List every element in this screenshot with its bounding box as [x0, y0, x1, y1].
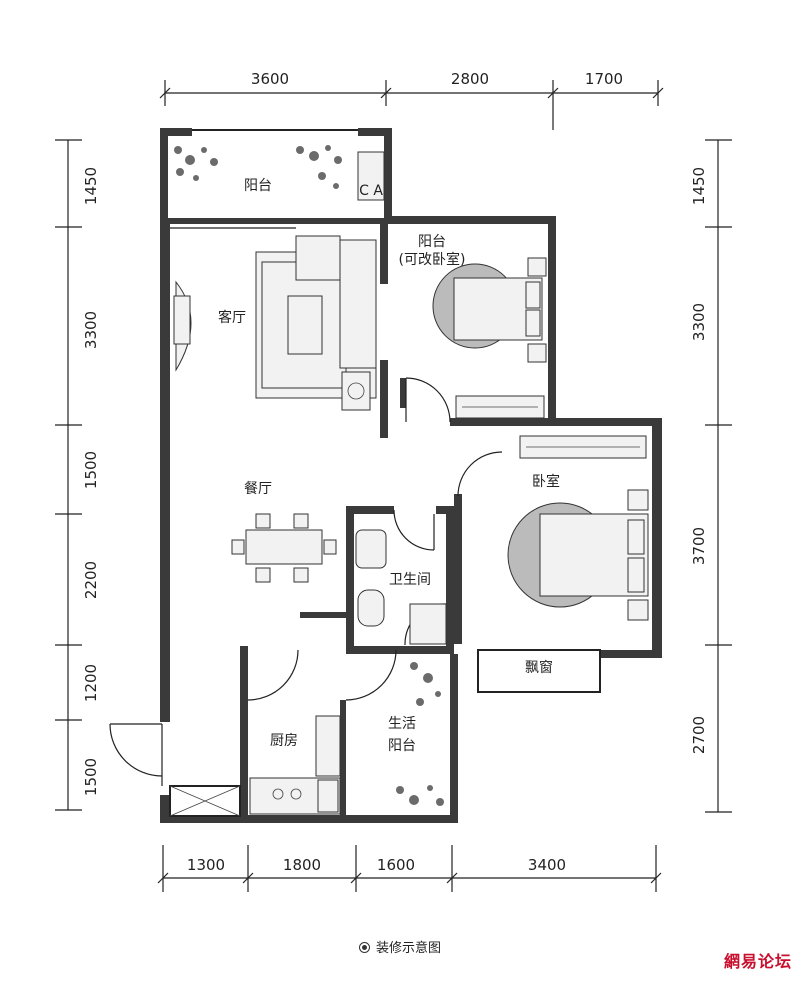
- bottom-dimension-line: [157, 845, 662, 892]
- right-dim-1: 1450: [690, 167, 708, 205]
- balcony-plants: [174, 145, 342, 189]
- bottom-dim-3: 1600: [377, 856, 415, 874]
- top-dim-2: 2800: [451, 70, 489, 88]
- top-dim-3: 1700: [585, 70, 623, 88]
- room-label-living: 客厅: [218, 309, 246, 326]
- top-dimension-line: [159, 80, 664, 130]
- right-dim-4: 2700: [690, 716, 708, 754]
- bottom-dim-2: 1800: [283, 856, 321, 874]
- dining-table: [245, 529, 323, 565]
- room-label-bay-window: 飘窗: [525, 659, 553, 676]
- kitchen-sink: [315, 715, 341, 777]
- walls: [160, 128, 662, 823]
- left-dim-4: 2200: [82, 561, 100, 599]
- left-dim-1: 1450: [82, 167, 100, 205]
- bottom-dim-1: 1300: [187, 856, 225, 874]
- right-dim-3: 3700: [690, 527, 708, 565]
- kitchen-fixtures: [249, 715, 341, 815]
- left-dim-5: 1200: [82, 664, 100, 702]
- room-label-balcony-bedroom-1: 阳台: [418, 234, 446, 250]
- toilet: [357, 589, 385, 627]
- left-dim-6: 1500: [82, 758, 100, 796]
- bathroom-fixtures: [355, 529, 447, 645]
- service-balcony-plants: [396, 662, 444, 806]
- armchair: [295, 235, 341, 281]
- balcony-bedroom-furniture: [432, 257, 547, 419]
- caption: 装修示意图: [0, 937, 800, 956]
- ac-label: C A: [359, 183, 383, 199]
- room-label-service-balcony-2: 阳台: [388, 738, 416, 754]
- room-label-service-balcony-1: 生活: [388, 716, 416, 732]
- sofa: [339, 239, 377, 369]
- watermark-logo: 網易论坛: [723, 952, 792, 971]
- room-label-balcony-top: 阳台: [244, 178, 272, 194]
- right-dimension-line: [705, 139, 732, 813]
- dining-furniture: [231, 513, 337, 583]
- basin: [355, 529, 387, 569]
- room-label-bedroom: 卧室: [532, 473, 560, 490]
- ac-unit: [357, 151, 385, 201]
- tv: [173, 295, 191, 345]
- caption-text: 装修示意图: [375, 941, 441, 956]
- shower: [409, 603, 447, 645]
- bedroom-furniture: [507, 435, 649, 621]
- top-dim-1: 3600: [251, 70, 289, 88]
- left-dimension-line: [55, 139, 82, 811]
- bullet-icon: [358, 942, 370, 953]
- right-dim-2: 3300: [690, 303, 708, 341]
- room-label-bathroom: 卫生间: [389, 572, 431, 588]
- bottom-dim-4: 3400: [528, 856, 566, 874]
- side-table: [341, 371, 371, 411]
- room-label-kitchen: 厨房: [270, 733, 298, 749]
- doors: [109, 377, 503, 786]
- room-label-balcony-bedroom-2: (可改卧室): [399, 251, 466, 268]
- bay-window-outline: [477, 649, 601, 693]
- left-dim-2: 3300: [82, 311, 100, 349]
- balcony-top-outline: [162, 129, 392, 221]
- living-room-furniture: [173, 235, 377, 411]
- left-dim-3: 1500: [82, 451, 100, 489]
- room-label-dining: 餐厅: [244, 481, 272, 497]
